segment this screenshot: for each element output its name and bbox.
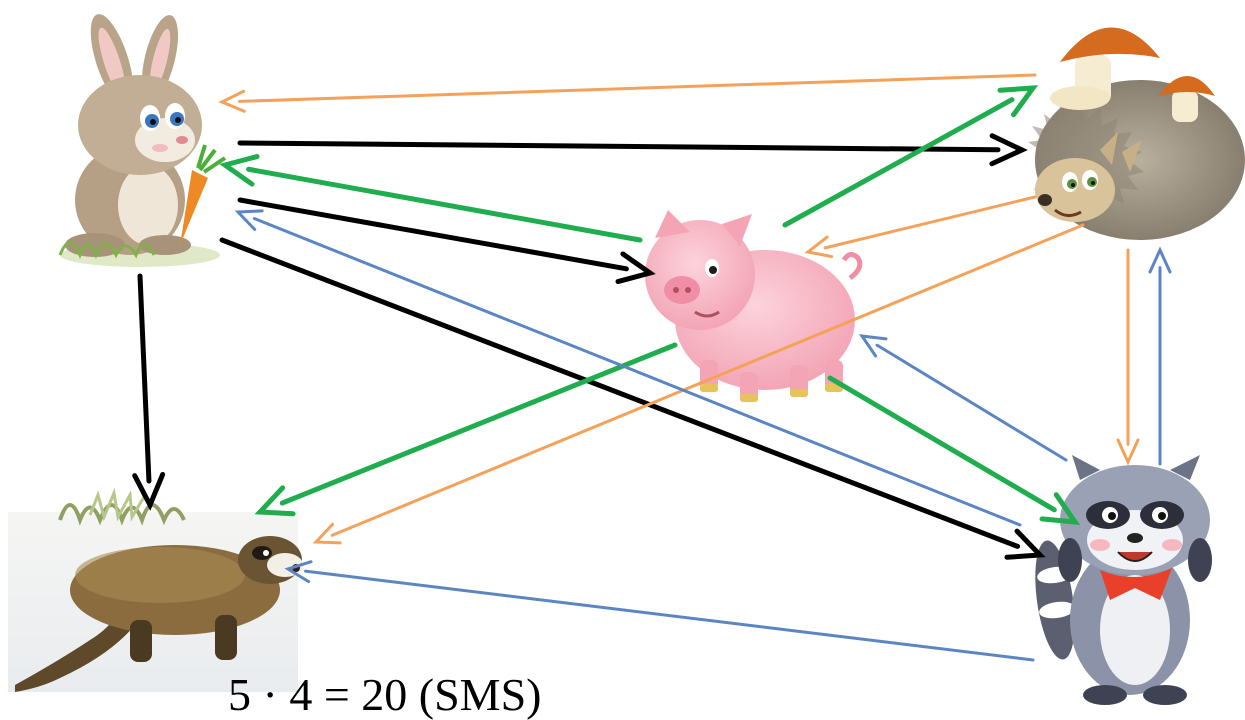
raccoon-illustration [1035,455,1212,705]
arrow-shaft [827,375,1057,513]
arrow-head [218,89,246,113]
arrow-head [989,133,1028,167]
arrow-shaft [137,273,152,484]
arrow-shaft [237,197,629,272]
arrow-head [1148,246,1172,274]
arrow-raccoon-to-pig [858,334,1068,462]
arrow-shaft [303,569,1035,662]
arrow-head [219,154,260,187]
arrow-rabbit-to-pig [237,197,656,285]
arrow-shaft [782,97,1015,228]
arrow-rabbit-to-hedgehog [237,133,1028,167]
arrow-hedgehog-to-pig [804,195,1037,259]
arrow-head [312,522,342,545]
arrow-raccoon-to-rabbit [234,209,1022,527]
arrow-pig-to-ferret [254,342,678,517]
arrow-pig-to-rabbit [219,154,643,243]
hedgehog-illustration [1028,27,1245,240]
arrow-shaft [219,237,1021,549]
arrow-head [284,560,313,584]
arrow-rabbit-to-raccoon [219,237,1046,560]
arrow-head [254,485,296,517]
arrow-head [858,334,888,358]
arrow-head [234,209,264,231]
arrow-head [997,85,1039,118]
arrow-shaft [279,342,678,506]
arrow-shaft [875,343,1068,462]
rabbit-illustration [58,14,227,267]
arrow-head [132,471,166,511]
arrow-head [804,235,834,259]
arrow-hedgehog-to-raccoon [1116,248,1140,466]
arrow-rabbit-to-ferret [132,273,166,511]
arrow-layer [132,73,1172,662]
arrow-hedgehog-to-ferret [312,223,1085,545]
arrow-raccoon-to-hedgehog [1148,246,1172,466]
arrow-pig-to-raccoon [827,375,1081,525]
arrow-head [615,251,656,285]
arrow-hedgehog-to-rabbit [218,73,1037,113]
arrow-raccoon-to-ferret [284,560,1035,662]
arrow-shaft [237,140,1001,153]
arrow-shaft [246,166,643,243]
arrow-shaft [330,223,1085,537]
arrow-pig-to-hedgehog [782,85,1039,228]
arrow-shaft [252,217,1022,527]
ferret-illustration [8,487,303,692]
arrow-head [1039,492,1081,525]
arrow-head [1004,528,1046,560]
arrow-shaft [238,73,1037,103]
pig-illustration [645,210,863,402]
arrow-shaft [823,195,1037,250]
caption-formula: 5 · 4 = 20 (SMS) [228,669,542,720]
arrow-head [1116,438,1140,466]
